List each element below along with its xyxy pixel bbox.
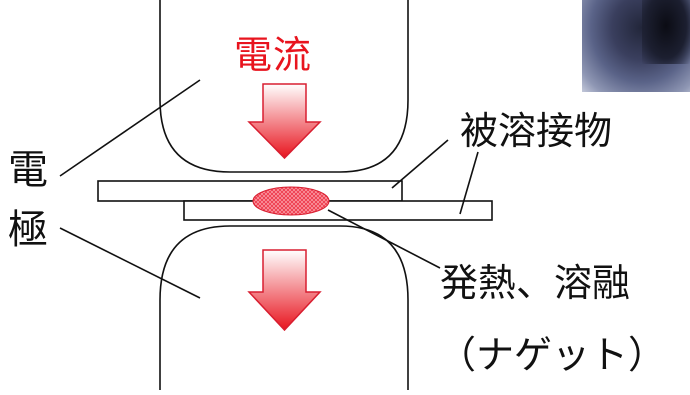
electrode-photo bbox=[582, 0, 690, 92]
leader-line-nugget bbox=[327, 209, 441, 269]
down-arrow-icon bbox=[247, 249, 322, 332]
electrode-label-line1: 電 bbox=[8, 147, 48, 193]
electrode-label-line2: 極 bbox=[8, 207, 48, 253]
leader-line-electrode-upper bbox=[59, 79, 201, 177]
photo-shadow bbox=[642, 0, 690, 64]
heat-melt-label: 発熱、溶融 bbox=[440, 261, 631, 305]
lower-electrode bbox=[159, 225, 409, 390]
upper-sheet bbox=[97, 180, 403, 202]
current-label: 電流 bbox=[234, 33, 313, 77]
leader-line-workpiece-lower bbox=[459, 151, 479, 215]
lower-sheet bbox=[183, 200, 493, 221]
down-arrow-icon bbox=[247, 83, 322, 160]
workpiece-label: 被溶接物 bbox=[460, 109, 613, 153]
leader-line-electrode-lower bbox=[59, 227, 201, 299]
weld-nugget bbox=[252, 186, 330, 216]
leader-line-workpiece-upper bbox=[391, 139, 449, 189]
upper-electrode bbox=[159, 0, 409, 173]
nugget-label: （ナゲット） bbox=[438, 333, 667, 377]
